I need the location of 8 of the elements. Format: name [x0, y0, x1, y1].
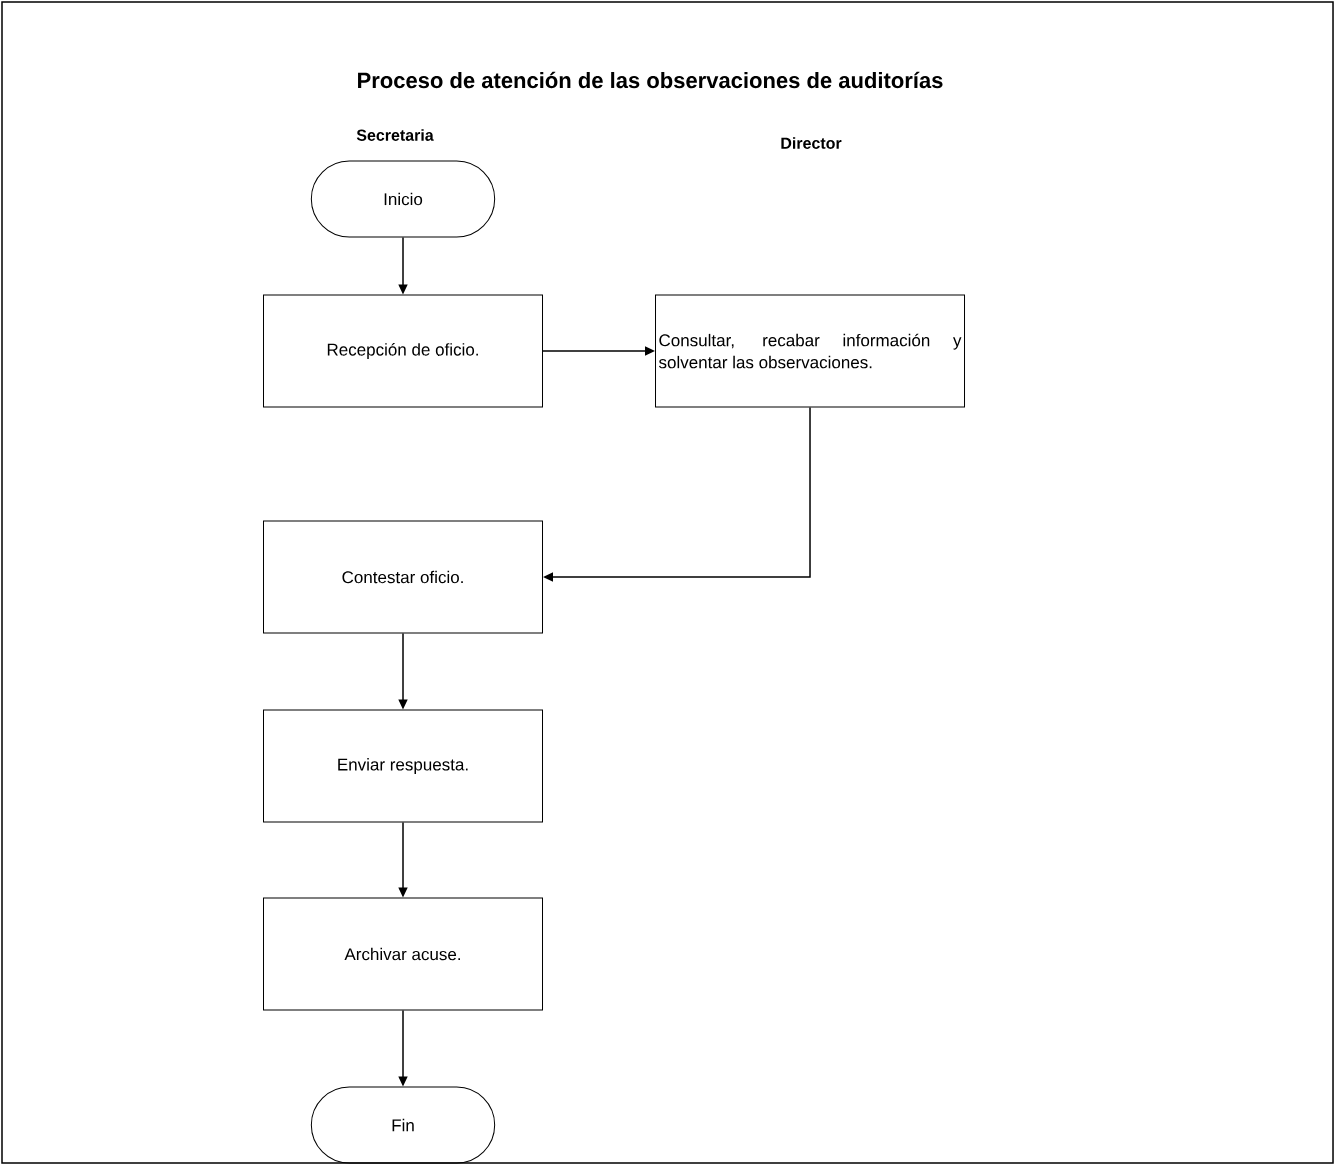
- process-box: Enviar respuesta.: [263, 709, 543, 823]
- process-box: Recepción de oficio.: [263, 294, 543, 408]
- process-box: Consultar, recabar información y solventar las observaciones.: [655, 294, 965, 408]
- title: Proceso de atención de las observaciones de auditorías: [358, 71, 943, 89]
- process-box: Contestar oficio.: [263, 520, 543, 634]
- lane-heading: Director: [781, 137, 842, 149]
- lane-heading: Secretaria: [356, 129, 434, 141]
- process-box: Archivar acuse.: [263, 897, 543, 1011]
